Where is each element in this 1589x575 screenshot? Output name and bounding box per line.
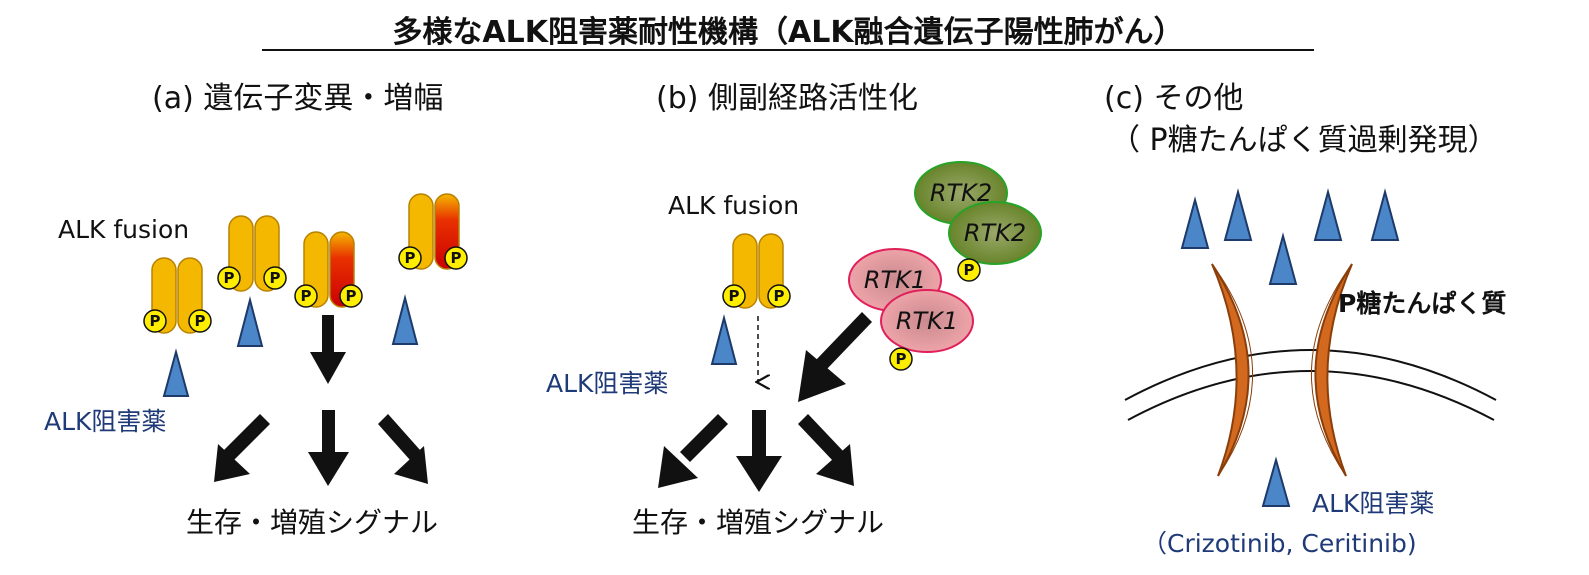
alk-inhibitor-triangle [1268,232,1298,285]
panel-c-drugs-label: （Crizotinib, Ceritinib) [1142,529,1417,558]
svg-text:P: P [896,350,907,368]
alk-inhibitor-triangle [1180,196,1210,249]
svg-text:RTK1: RTK1 [896,307,958,335]
pgp-label: P糖たんぱく質 [1338,289,1506,318]
alk-fusion-receptor-2: P P [217,215,287,292]
phospho-icon: P [957,258,981,282]
inhibitor-triangles-outside [1180,188,1400,285]
panel-a-alk-fusion-label: ALK fusion [58,215,189,244]
svg-text:P: P [224,269,235,287]
alk-inhibitor-triangle [710,314,738,365]
signal-arrow-down [310,315,346,384]
svg-text:P: P [195,312,206,330]
signal-arrow-center [308,410,349,486]
panel-a-signal-label: 生存・増殖シグナル [186,506,438,539]
alk-fusion-receptor-b: P P [722,233,791,309]
phospho-icon: P [722,284,746,308]
signal-arrow-left [658,414,728,488]
phospho-icon: P [143,309,167,333]
phospho-icon: P [767,284,791,308]
signal-arrow-left [214,414,270,482]
svg-text:P: P [729,287,740,305]
svg-text:RTK2: RTK2 [964,219,1026,247]
svg-text:RTK1: RTK1 [864,266,926,294]
signal-arrow-right [798,414,854,486]
phospho-icon: P [217,266,241,290]
svg-text:P: P [451,249,462,267]
panel-b-alk-fusion-label: ALK fusion [668,191,799,220]
alk-fusion-receptor-mutant-4: P P [398,193,468,270]
alk-inhibitor-triangle [391,294,419,345]
panel-b-inhibitor-label: ALK阻害薬 [546,369,668,398]
panel-b-signal-label: 生存・増殖シグナル [632,506,884,539]
panel-a-inhibitor-label: ALK阻害薬 [44,407,166,436]
phospho-icon: P [889,347,913,371]
p-glycoprotein [1211,263,1353,477]
phospho-icon: P [444,246,468,270]
panel-a-heading: (a) 遺伝子変異・増幅 [152,81,443,116]
panel-c-heading-line2: （ P糖たんぱく質過剰発現） [1110,123,1498,158]
phospho-icon: P [294,284,318,308]
cell-membrane-inner [1127,370,1495,421]
panel-c-heading-line1: (c) その他 [1104,81,1243,116]
panel-b-heading: (b) 側副経路活性化 [656,81,918,116]
svg-text:P: P [270,269,281,287]
phospho-icon: P [398,246,422,270]
svg-text:P: P [964,261,975,279]
rtk1-receptor: RTK1 RTK1 P [848,248,974,371]
svg-text:P: P [346,287,357,305]
rtk2-receptor: RTK2 RTK2 P [914,161,1042,282]
svg-text:P: P [150,312,161,330]
cell-membrane-outer [1124,349,1497,401]
alk-inhibitor-triangle [1223,188,1253,241]
alk-fusion-receptor-mutant-3: P P [294,231,363,308]
alk-fusion-receptor-1: P P [143,257,212,334]
alk-inhibitor-triangle [1370,188,1400,241]
alk-inhibitor-triangle [236,296,264,347]
phospho-icon: P [339,284,363,308]
phospho-icon: P [263,266,287,290]
alk-inhibitor-triangle [162,348,190,397]
svg-text:P: P [405,249,416,267]
signal-arrow-center [736,410,782,492]
svg-text:P: P [774,287,785,305]
svg-text:P: P [301,287,312,305]
main-title: 多様なALK阻害薬耐性機構（ALK融合遺伝子陽性肺がん） [392,15,1183,50]
alk-inhibitor-triangle [1261,456,1291,507]
bypass-signal-arrow [798,312,872,402]
phospho-icon: P [188,309,212,333]
panel-c-inhibitor-label: ALK阻害薬 [1312,489,1434,518]
signal-arrow-right [378,414,428,484]
alk-inhibitor-triangle [1313,188,1343,241]
